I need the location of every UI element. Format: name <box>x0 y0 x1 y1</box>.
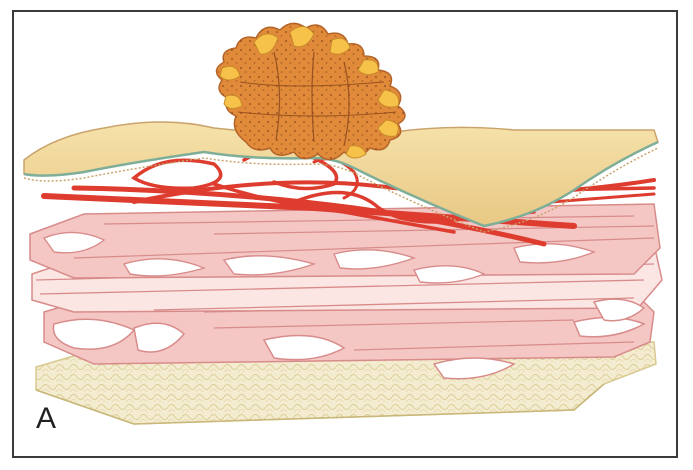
figure-frame: A <box>12 10 678 458</box>
papillary-tumor <box>216 23 405 159</box>
panel-label: A <box>36 404 57 434</box>
submucosa-layer <box>30 204 660 283</box>
tissue-layer-illustration <box>14 12 676 456</box>
